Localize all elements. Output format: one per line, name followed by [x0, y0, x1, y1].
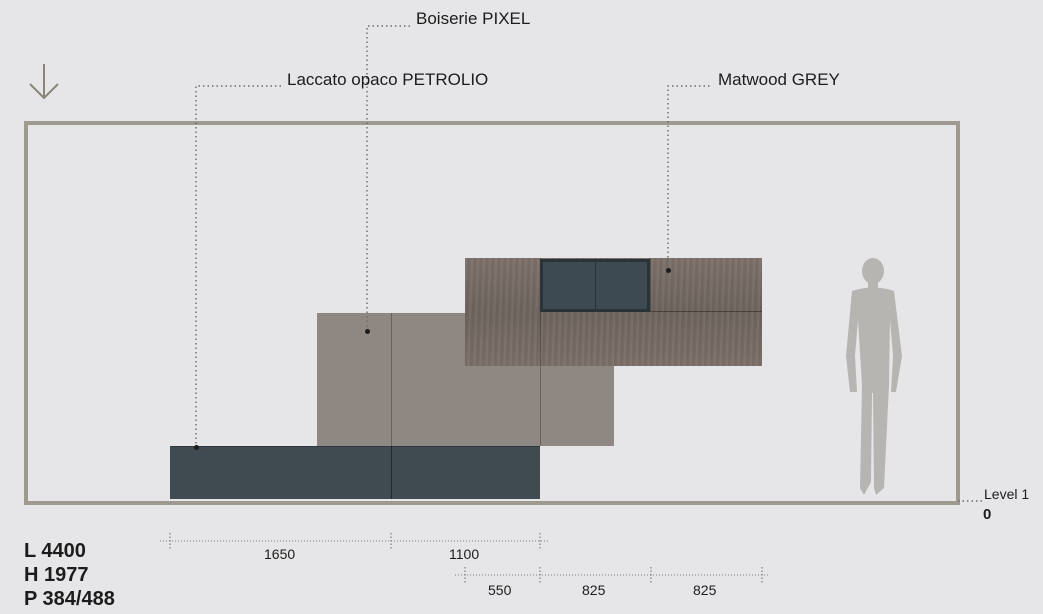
label-boiserie-pixel: Boiserie PIXEL [416, 9, 531, 28]
petrolio-base-unit [170, 446, 540, 499]
pixel-panel-left [317, 313, 465, 446]
pixel-divider [540, 366, 541, 446]
dimension-825-b: 825 [693, 582, 717, 598]
dimension-1650: 1650 [264, 546, 296, 562]
pointer-dot-pixel [365, 329, 370, 334]
pixel-panel-right [465, 366, 614, 446]
spec-length: L 4400 [24, 540, 86, 562]
label-laccato-petrolio: Laccato opaco PETROLIO [287, 70, 489, 89]
spec-height: H 1977 [24, 564, 89, 586]
label-matwood-grey: Matwood GREY [718, 70, 840, 89]
dimension-1100: 1100 [449, 546, 480, 562]
matwood-shelf-line [540, 311, 762, 312]
wall-frame [24, 121, 960, 505]
petrolio-glass-box [540, 259, 650, 312]
spec-depth: P 384/488 [24, 588, 115, 610]
petrolio-divider [391, 446, 392, 499]
pixel-divider [391, 313, 392, 446]
level-name: Level 1 [984, 486, 1030, 502]
matwood-divider [540, 258, 541, 366]
pointer-dot-matwood [666, 268, 671, 273]
dimension-825-a: 825 [582, 582, 606, 598]
level-value: 0 [983, 506, 992, 523]
pointer-dot-petrolio [194, 445, 199, 450]
dimension-550: 550 [488, 582, 512, 598]
matwood-divider [650, 258, 651, 311]
